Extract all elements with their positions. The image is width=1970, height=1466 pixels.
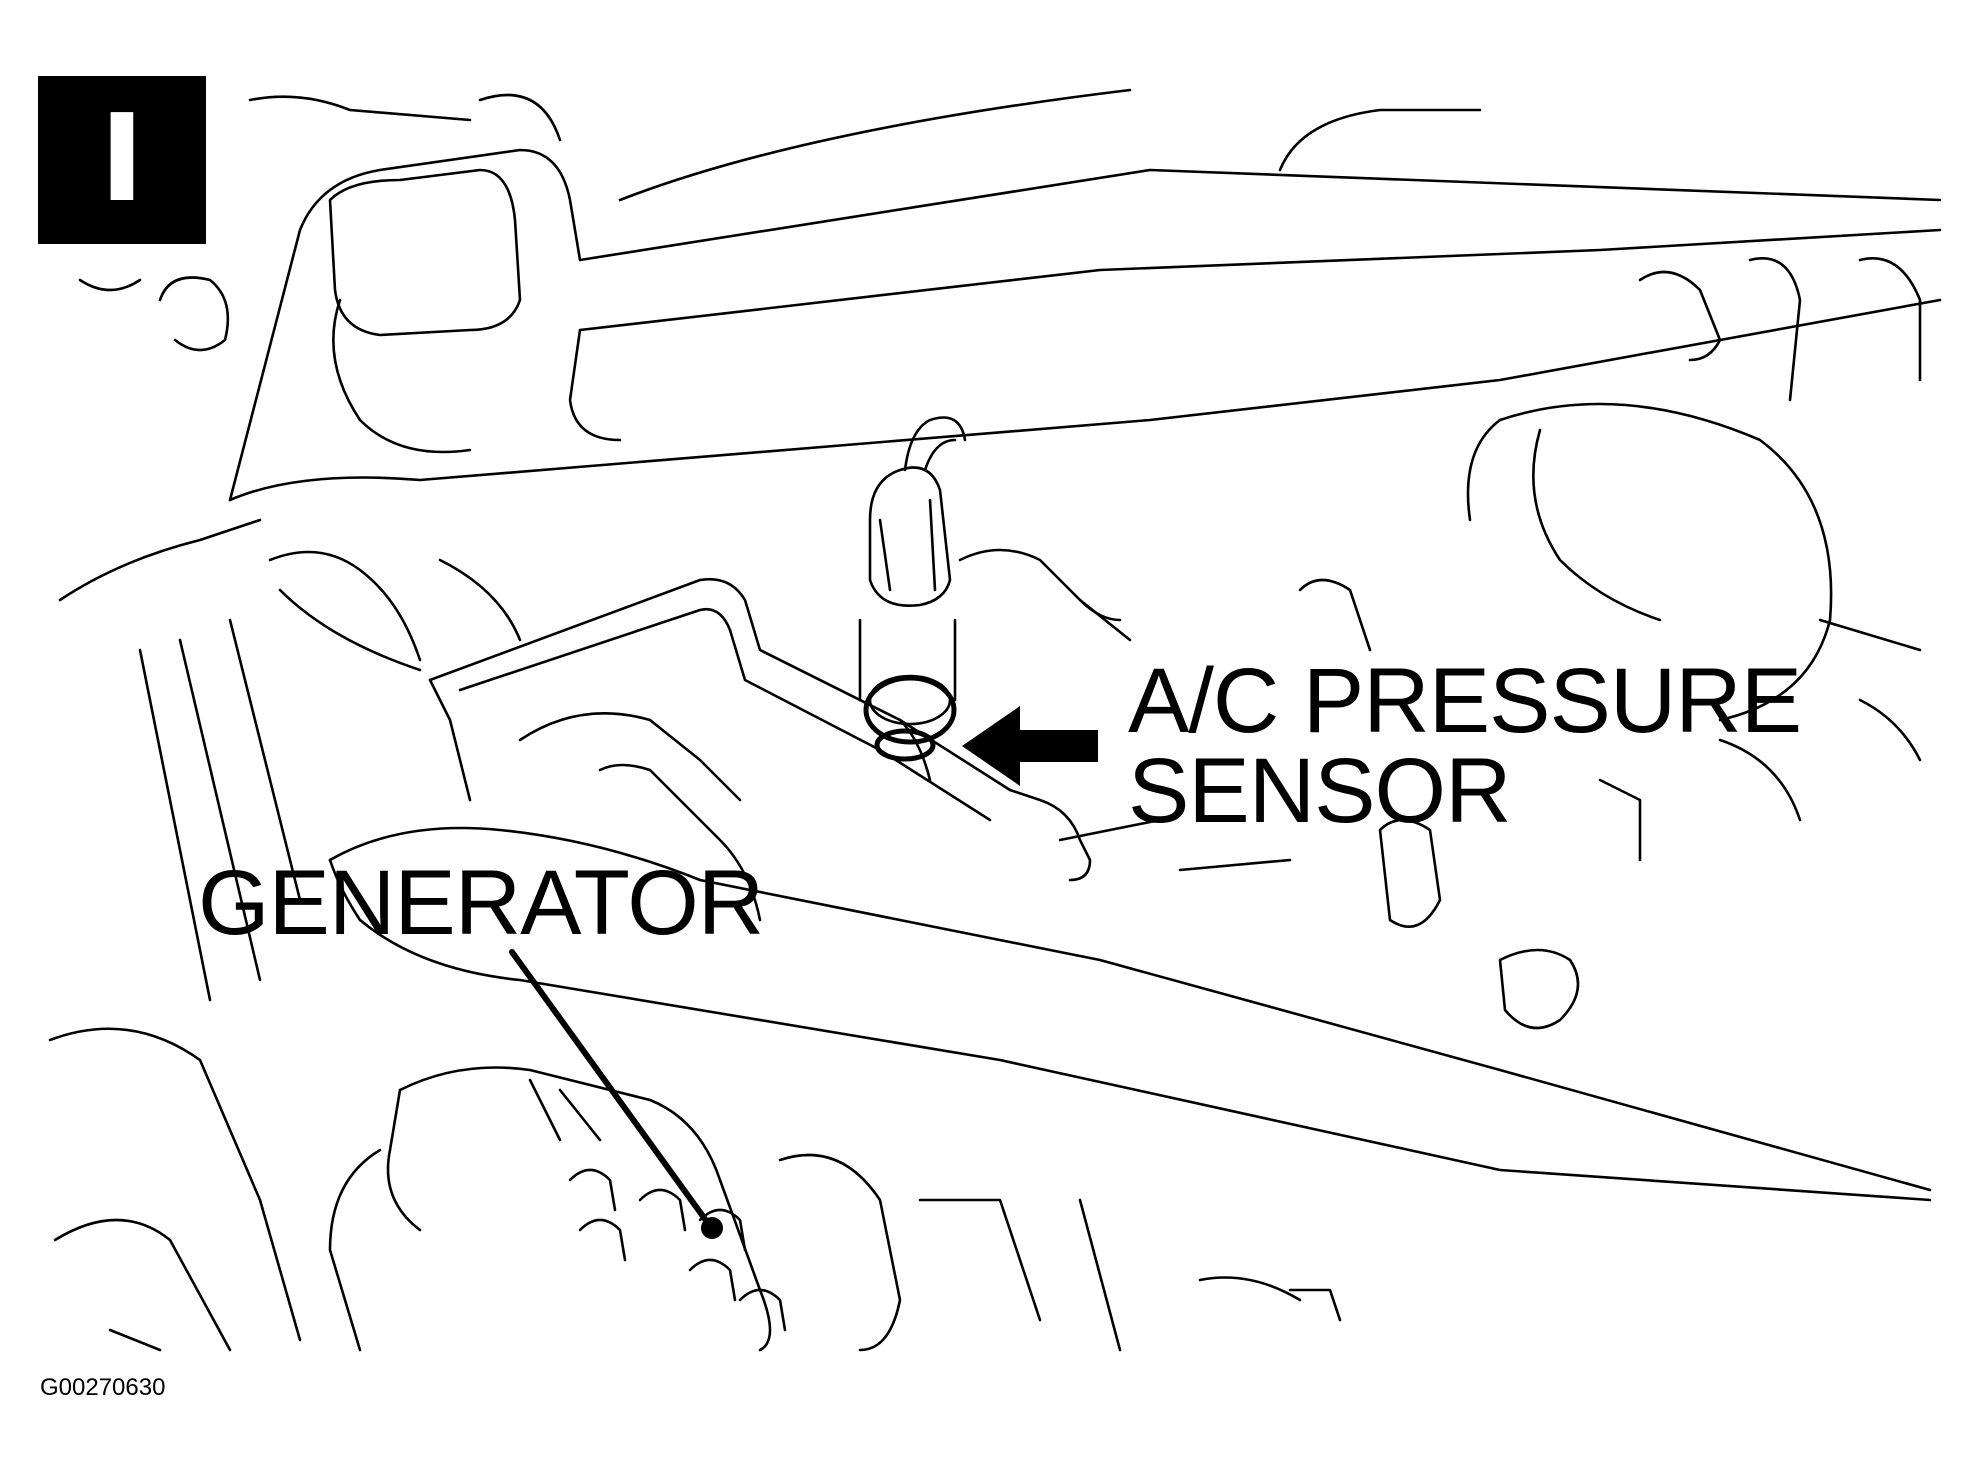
intake-arm <box>228 88 1942 502</box>
sensor-label-line1: A/C PRESSURE <box>1128 650 1802 752</box>
panel-letter: I <box>99 90 145 229</box>
right-components <box>1298 257 1922 1030</box>
sensor-bracket <box>428 548 1292 922</box>
ac-pressure-sensor <box>858 416 967 762</box>
generator-leader-line <box>509 949 713 1229</box>
generator-callout: GENERATOR <box>198 852 764 954</box>
generator-body <box>328 1066 1342 1352</box>
left-components <box>48 276 522 1352</box>
figure-id: G00270630 <box>40 1374 166 1401</box>
sensor-label-line2: SENSOR <box>1128 740 1512 843</box>
sensor-pointer-arrow <box>962 706 1098 786</box>
panel-letter-badge: I <box>38 76 206 244</box>
generator-leader-dot <box>701 1217 723 1239</box>
ac-pressure-sensor-callout: A/C PRESSURE SENSOR <box>1128 650 1802 843</box>
lower-support-bar <box>328 826 1932 1202</box>
